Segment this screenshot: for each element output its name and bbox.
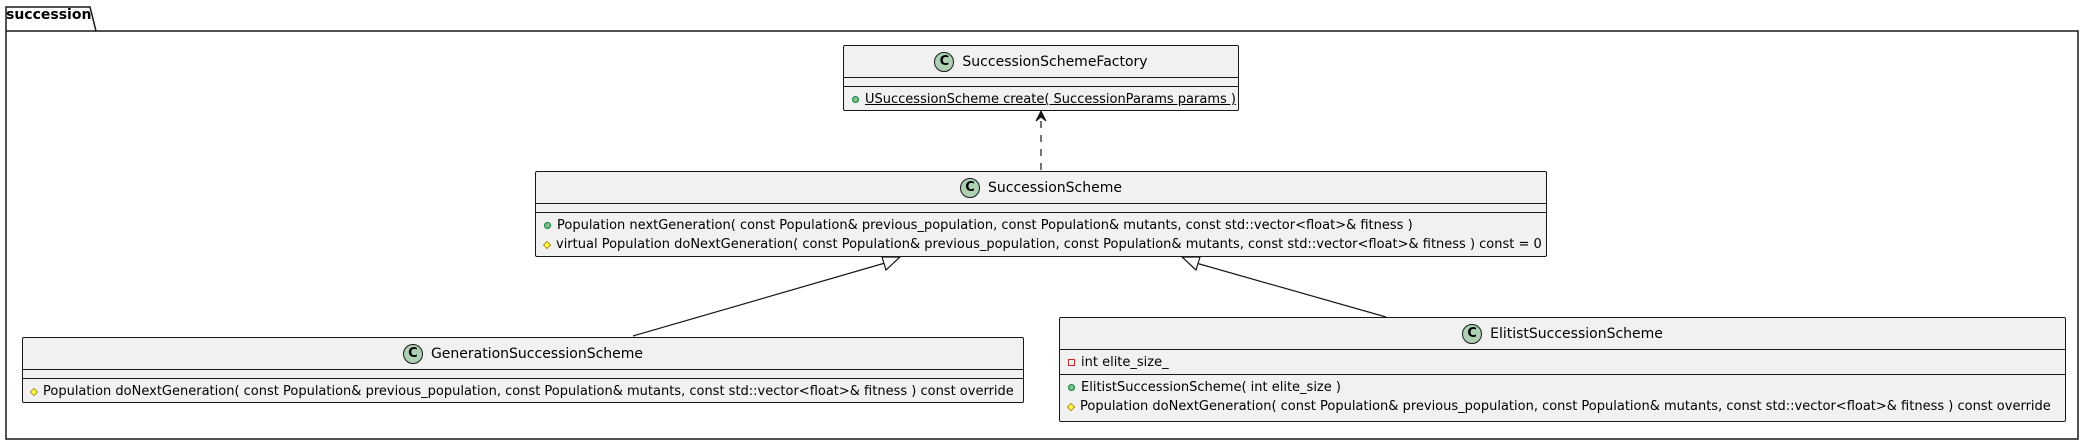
class-header: C GenerationSuccessionScheme <box>23 338 1023 370</box>
method-row: USuccessionScheme create( SuccessionPara… <box>852 90 1236 109</box>
fields-section <box>536 204 1546 213</box>
package-title: succession <box>6 7 92 23</box>
methods-section: ElitistSuccessionScheme( int elite_size … <box>1060 375 2065 418</box>
class-generation-succession-scheme[interactable]: C GenerationSuccessionScheme Population … <box>22 337 1024 403</box>
class-icon: C <box>959 177 980 198</box>
methods-section: USuccessionScheme create( SuccessionPara… <box>844 87 1238 111</box>
protected-visibility-icon <box>542 240 552 249</box>
fields-section: int elite_size_ <box>1060 350 2065 375</box>
class-icon: C <box>402 343 423 364</box>
method-row: ElitistSuccessionScheme( int elite_size … <box>1068 378 2057 397</box>
method-row: Population doNextGeneration( const Popul… <box>29 382 1015 401</box>
method-signature: USuccessionScheme create( SuccessionPara… <box>865 92 1236 107</box>
class-name: SuccessionScheme <box>987 179 1122 196</box>
class-icon: C <box>934 51 955 72</box>
inheritance-edge-elitist <box>1195 262 1387 318</box>
public-visibility-icon <box>1068 384 1075 391</box>
protected-visibility-icon <box>29 387 39 396</box>
method-signature: Population doNextGeneration( const Popul… <box>1080 399 2051 414</box>
methods-section: Population doNextGeneration( const Popul… <box>23 379 1023 403</box>
field-row: int elite_size_ <box>1068 353 2057 372</box>
class-succession-scheme[interactable]: C SuccessionScheme Population nextGenera… <box>535 171 1547 257</box>
fields-section <box>844 78 1238 87</box>
class-elitist-succession-scheme[interactable]: C ElitistSuccessionScheme int elite_size… <box>1059 317 2066 422</box>
class-name: ElitistSuccessionScheme <box>1490 325 1663 342</box>
private-visibility-icon <box>1068 359 1075 366</box>
field-declaration: int elite_size_ <box>1081 355 1169 370</box>
class-header: C ElitistSuccessionScheme <box>1060 318 2065 350</box>
class-name: SuccessionSchemeFactory <box>962 53 1148 70</box>
dependency-arrowhead <box>1035 109 1047 122</box>
class-succession-scheme-factory[interactable]: C SuccessionSchemeFactory USuccessionSch… <box>843 45 1239 111</box>
method-signature: ElitistSuccessionScheme( int elite_size … <box>1081 380 1341 395</box>
fields-section <box>23 370 1023 379</box>
class-header: C SuccessionScheme <box>536 172 1546 204</box>
method-row: Population doNextGeneration( const Popul… <box>1066 397 2057 416</box>
inheritance-arrowhead-generation <box>881 256 902 272</box>
method-signature: Population nextGeneration( const Populat… <box>557 218 1413 233</box>
method-row: virtual Population doNextGeneration( con… <box>542 235 1542 254</box>
inheritance-arrowhead-elitist <box>1180 256 1201 272</box>
method-row: Population nextGeneration( const Populat… <box>544 216 1538 235</box>
method-signature: Population doNextGeneration( const Popul… <box>43 384 1014 399</box>
inheritance-edge-generation <box>632 262 886 337</box>
package-frame <box>5 6 2079 440</box>
method-signature: virtual Population doNextGeneration( con… <box>556 237 1542 252</box>
class-icon: C <box>1462 323 1483 344</box>
protected-visibility-icon <box>1066 402 1076 411</box>
class-name: GenerationSuccessionScheme <box>430 345 644 362</box>
class-header: C SuccessionSchemeFactory <box>844 46 1238 78</box>
public-visibility-icon <box>852 96 859 103</box>
public-visibility-icon <box>544 222 551 229</box>
methods-section: Population nextGeneration( const Populat… <box>536 213 1546 256</box>
